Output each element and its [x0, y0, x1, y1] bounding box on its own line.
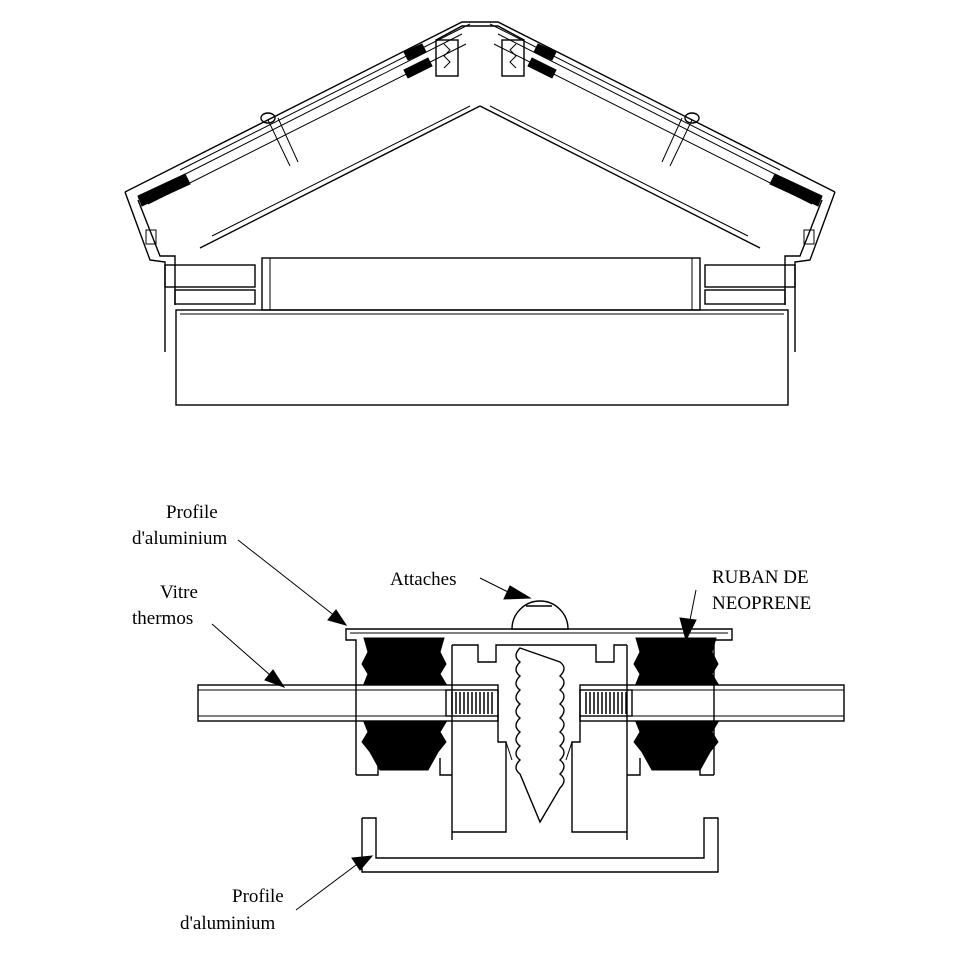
- label-profile-bottom-1: Profile: [232, 886, 284, 907]
- glass-thermos: [197, 684, 845, 722]
- label-profile-bottom-2: d'aluminium: [180, 913, 275, 934]
- label-attaches: Attaches: [390, 569, 456, 590]
- label-vitre: Vitre: [160, 582, 198, 603]
- neoprene-gaskets: [356, 637, 719, 776]
- skylight-overview-section: [124, 21, 836, 406]
- ridge-cap: [435, 25, 525, 77]
- left-roof-slope: [124, 21, 481, 352]
- label-ruban: RUBAN DE: [712, 567, 809, 588]
- leader-lines: [211, 539, 697, 911]
- detail-section: Profile d'aluminium Vitre thermos Attach…: [132, 502, 845, 934]
- screw: [505, 600, 573, 824]
- right-roof-slope: [479, 21, 836, 352]
- bottom-aluminium-profile: [361, 817, 719, 873]
- label-neoprene: NEOPRENE: [712, 593, 811, 614]
- label-profile-top-1: Profile: [166, 502, 218, 523]
- spacer-left: [445, 689, 499, 717]
- inner-frame: [261, 257, 701, 311]
- callout-labels: Profile d'aluminium Vitre thermos Attach…: [132, 502, 811, 934]
- label-thermos: thermos: [132, 608, 193, 629]
- label-profile-top-2: d'aluminium: [132, 528, 227, 549]
- spacer-right: [579, 689, 633, 717]
- curb-box: [175, 309, 789, 406]
